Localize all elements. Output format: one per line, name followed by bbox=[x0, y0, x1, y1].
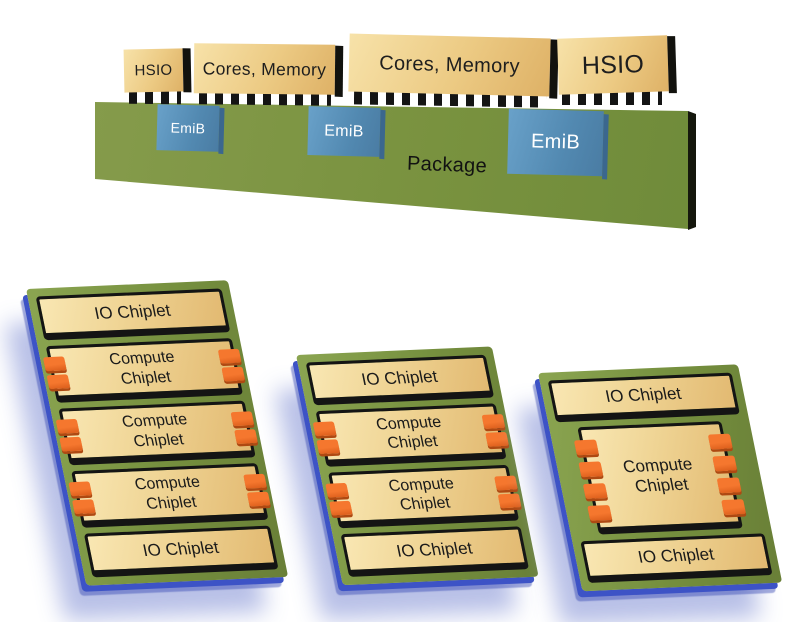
chiplet-label: Compute Chiplet bbox=[387, 475, 456, 514]
chiplet-label: IO Chiplet bbox=[141, 537, 221, 561]
chiplet-label: IO Chiplet bbox=[636, 544, 716, 567]
interconnect-pad bbox=[59, 436, 84, 452]
interconnect-pad bbox=[217, 348, 242, 364]
chiplet-label: IO Chiplet bbox=[92, 300, 173, 323]
io-chiplet: IO Chiplet bbox=[35, 288, 231, 341]
emib-bridge-1: EmiB bbox=[156, 104, 220, 152]
io-chiplet: IO Chiplet bbox=[580, 533, 773, 583]
io-chiplet: IO Chiplet bbox=[340, 526, 530, 577]
interconnect-pad bbox=[316, 439, 341, 455]
interconnect-pad bbox=[481, 414, 506, 429]
die-label: HSIO bbox=[581, 49, 645, 80]
emib-label: EmiB bbox=[170, 119, 206, 137]
interconnect-pad bbox=[328, 500, 353, 516]
chiplet-label: Compute Chiplet bbox=[120, 411, 189, 450]
interconnect-pad bbox=[46, 374, 71, 390]
interconnect-pad bbox=[721, 499, 747, 516]
die-label: HSIO bbox=[134, 61, 173, 80]
die-label: Cores, Memory bbox=[202, 57, 327, 80]
interconnect-pad bbox=[55, 418, 80, 434]
interconnect-pad bbox=[230, 411, 255, 427]
die-hsio-right: HSIO bbox=[557, 35, 669, 95]
io-chiplet: IO Chiplet bbox=[305, 354, 495, 406]
solder-bumps bbox=[562, 91, 662, 105]
interconnect-pad bbox=[243, 473, 267, 489]
interconnect-pad bbox=[707, 433, 733, 450]
emib-label: EmiB bbox=[530, 130, 581, 154]
interconnect-pad bbox=[578, 461, 604, 478]
compute-chiplet: Compute Chiplet bbox=[312, 403, 510, 467]
chiplet-label: Compute Chiplet bbox=[374, 413, 443, 453]
compute-chiplet: Compute Chiplet bbox=[68, 463, 271, 528]
chiplet-label: IO Chiplet bbox=[394, 538, 474, 561]
compute-chiplet: Compute Chiplet bbox=[42, 338, 246, 403]
package-label: Package bbox=[406, 152, 488, 178]
chiplet-label: IO Chiplet bbox=[603, 383, 683, 407]
interconnect-pad bbox=[234, 429, 258, 444]
compute-chiplet: Compute Chiplet bbox=[325, 464, 522, 529]
interconnect-pad bbox=[325, 482, 350, 498]
io-chiplet: IO Chiplet bbox=[547, 372, 740, 423]
package-side-edge bbox=[688, 111, 696, 230]
emib-label: EmiB bbox=[324, 121, 364, 141]
chiplet-label: Compute Chiplet bbox=[621, 454, 694, 496]
die-label: Cores, Memory bbox=[378, 51, 521, 78]
die-hsio-left: HSIO bbox=[123, 48, 184, 93]
interconnect-pad bbox=[246, 491, 271, 507]
interconnect-pad bbox=[712, 455, 738, 472]
interconnect-pad bbox=[573, 439, 599, 456]
interconnect-pad bbox=[587, 505, 613, 521]
interconnect-pad bbox=[71, 499, 96, 515]
interconnect-pad bbox=[42, 356, 67, 372]
compute-chiplet-large: Compute Chiplet bbox=[573, 421, 747, 535]
interconnect-pad bbox=[497, 493, 522, 509]
die-cores-memory-right: Cores, Memory bbox=[348, 33, 551, 97]
chiplet-label: Compute Chiplet bbox=[133, 473, 202, 513]
interconnect-pad bbox=[485, 431, 510, 447]
interconnect-pad bbox=[716, 477, 742, 494]
chiplet-label: IO Chiplet bbox=[359, 366, 440, 389]
io-chiplet: IO Chiplet bbox=[83, 525, 279, 578]
chiplet-label: Compute Chiplet bbox=[107, 348, 177, 388]
interconnect-pad bbox=[312, 421, 337, 437]
compute-chiplet: Compute Chiplet bbox=[55, 400, 258, 466]
interconnect-pad bbox=[221, 366, 246, 382]
interconnect-pad bbox=[68, 481, 93, 497]
emib-bridge-3: EmiB bbox=[507, 108, 604, 177]
interconnect-pad bbox=[494, 475, 518, 491]
emib-bridge-2: EmiB bbox=[307, 106, 381, 157]
die-cores-memory-left: Cores, Memory bbox=[193, 43, 336, 95]
interconnect-pad bbox=[582, 483, 608, 500]
